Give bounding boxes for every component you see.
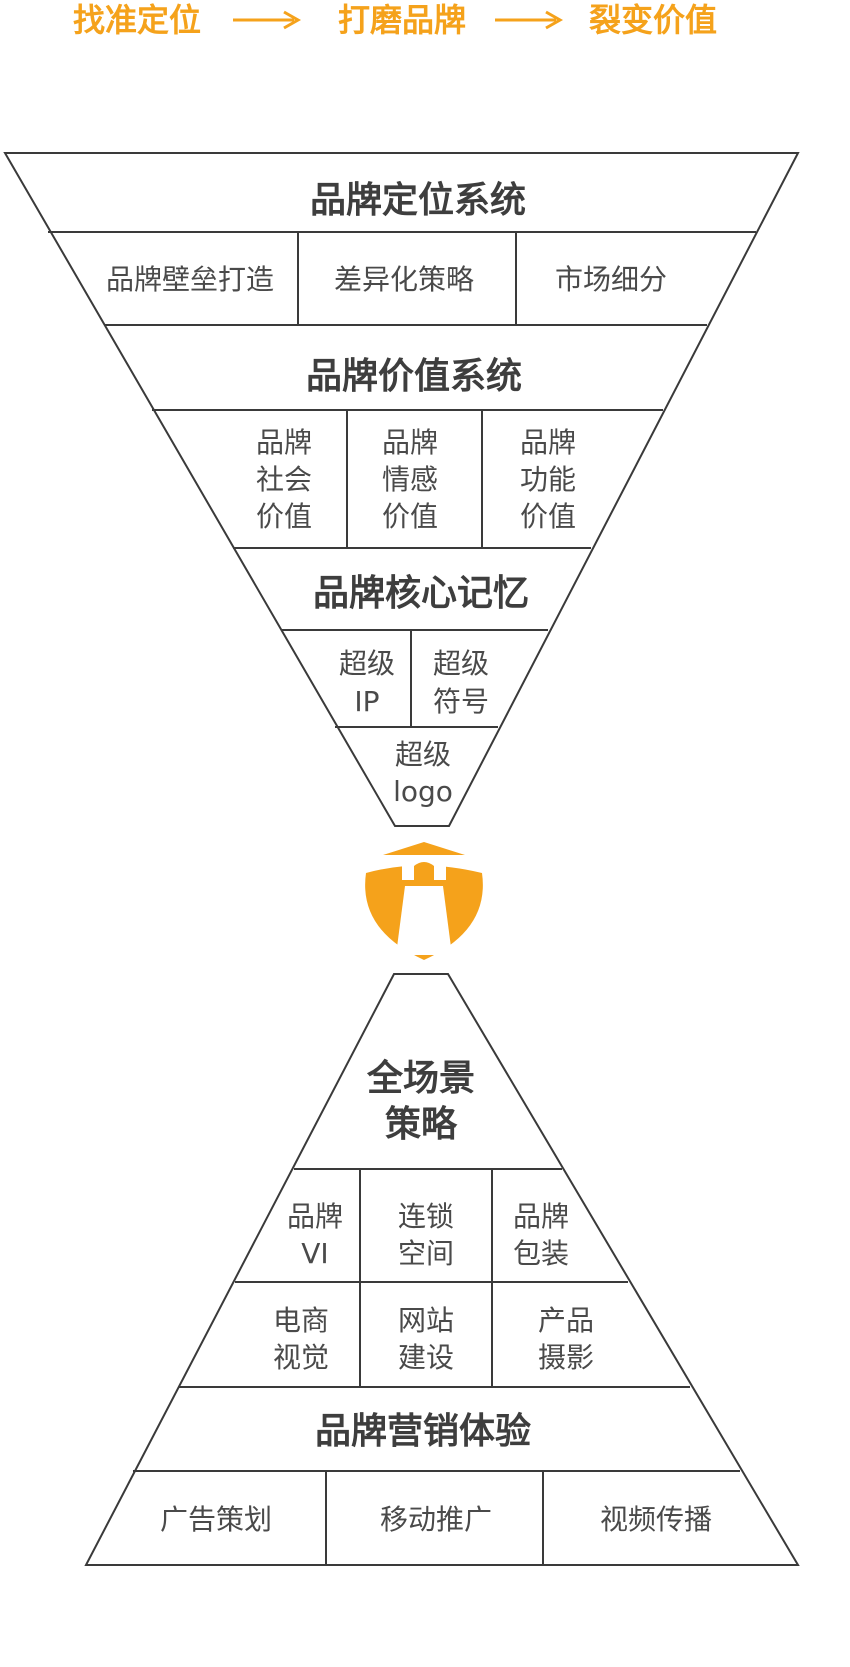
svg-text:视觉: 视觉: [273, 1341, 329, 1374]
svg-text:包装: 包装: [513, 1237, 569, 1270]
social-value-cell: 品牌 社会 价值: [256, 426, 312, 533]
svg-text:产品: 产品: [538, 1304, 594, 1337]
svg-text:电商: 电商: [273, 1304, 329, 1337]
step-fission-value: 裂变价值: [589, 1, 717, 39]
svg-text:价值: 价值: [520, 500, 576, 533]
product-photography-cell: 产品 摄影: [538, 1304, 594, 1374]
svg-text:品牌: 品牌: [256, 426, 312, 459]
svg-text:超级: 超级: [433, 647, 489, 680]
differentiation-strategy-cell: 差异化策略: [334, 263, 474, 296]
brand-core-memory-title: 品牌核心记忆: [313, 573, 529, 614]
ecommerce-visual-cell: 电商 视觉: [273, 1304, 329, 1374]
svg-text:品牌: 品牌: [513, 1200, 569, 1233]
video-distribution-cell: 视频传播: [600, 1503, 712, 1536]
arrow-icon: [233, 10, 302, 30]
emotional-value-cell: 品牌 情感 价值: [382, 426, 438, 533]
ad-planning-cell: 广告策划: [160, 1503, 272, 1536]
svg-text:策略: 策略: [385, 1104, 458, 1145]
svg-text:符号: 符号: [433, 685, 489, 718]
chain-space-cell: 连锁 空间: [398, 1200, 454, 1270]
svg-text:情感: 情感: [382, 463, 438, 496]
funnel-outline: [3, 152, 800, 827]
market-segmentation-cell: 市场细分: [555, 263, 667, 296]
funnel: 品牌定位系统 品牌壁垒打造 差异化策略 市场细分 品牌价值系统 品牌 社会 价值…: [3, 152, 800, 827]
process-header: 找准定位 打磨品牌 裂变价值: [73, 1, 717, 39]
functional-value-cell: 品牌 功能 价值: [520, 426, 576, 533]
step-polish-brand: 打磨品牌: [338, 1, 466, 39]
super-symbol-cell: 超级 符号: [433, 647, 489, 718]
svg-text:品牌: 品牌: [287, 1200, 343, 1233]
full-scene-strategy-title: 全场景 策略: [366, 1057, 475, 1145]
svg-text:建设: 建设: [398, 1341, 454, 1374]
svg-text:社会: 社会: [256, 463, 312, 496]
svg-text:超级: 超级: [339, 647, 395, 680]
svg-text:品牌: 品牌: [520, 426, 576, 459]
svg-text:全场景: 全场景: [366, 1057, 475, 1099]
svg-text:品牌: 品牌: [382, 426, 438, 459]
svg-text:价值: 价值: [256, 500, 312, 533]
lighthouse-icon: [365, 842, 483, 960]
svg-text:VI: VI: [301, 1237, 328, 1270]
brand-marketing-experience-title: 品牌营销体验: [315, 1411, 531, 1452]
super-ip-cell: 超级 IP: [339, 647, 395, 718]
brand-barrier-cell: 品牌壁垒打造: [106, 263, 274, 296]
pyramid: 全场景 策略 品牌 VI 连锁 空间 品牌 包装 电商 视觉 网站 建设 产品 …: [84, 973, 800, 1566]
pyramid-outline: [84, 973, 800, 1566]
brand-positioning-system-title: 品牌定位系统: [310, 180, 526, 221]
svg-text:超级: 超级: [395, 738, 451, 771]
brand-vi-cell: 品牌 VI: [287, 1200, 343, 1270]
svg-text:logo: logo: [393, 775, 453, 808]
step-find-positioning: 找准定位: [73, 1, 201, 39]
svg-text:功能: 功能: [520, 463, 576, 496]
website-build-cell: 网站 建设: [398, 1304, 454, 1374]
brand-packaging-cell: 品牌 包装: [513, 1200, 569, 1270]
svg-text:摄影: 摄影: [538, 1341, 594, 1374]
svg-text:IP: IP: [354, 685, 379, 718]
arrow-icon: [495, 10, 564, 30]
svg-text:网站: 网站: [398, 1304, 454, 1337]
super-logo-cell: 超级 logo: [393, 738, 453, 808]
svg-text:空间: 空间: [398, 1237, 454, 1270]
mobile-promotion-cell: 移动推广: [380, 1503, 492, 1536]
svg-text:价值: 价值: [382, 500, 438, 533]
svg-text:连锁: 连锁: [398, 1200, 454, 1233]
brand-value-system-title: 品牌价值系统: [306, 356, 522, 397]
